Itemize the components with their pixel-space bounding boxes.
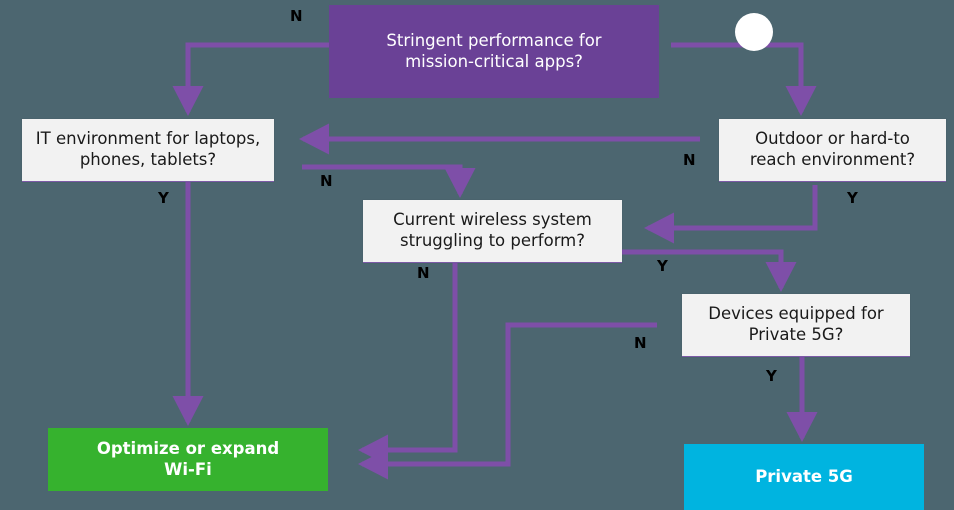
edge-label-devices-no: N	[634, 334, 647, 352]
it-environment-decision-label: IT environment for laptops, phones, tabl…	[35, 129, 261, 169]
edge-label-devices-yes: Y	[766, 367, 777, 385]
stringent-performance-decision-label: Stringent performance for mission-critic…	[386, 30, 602, 71]
outcome-private-5g-label: Private 5G	[755, 466, 853, 486]
current-wireless-struggling-decision-label: Current wireless system struggling to pe…	[393, 210, 592, 250]
edge-label-outdoor-yes: Y	[847, 189, 858, 207]
it-environment-decision[interactable]: IT environment for laptops, phones, tabl…	[22, 119, 274, 182]
edge-label-it-env-no: N	[320, 172, 333, 190]
outdoor-environment-decision-label: Outdoor or hard-to reach environment?	[749, 129, 916, 169]
cursor-dot	[735, 13, 773, 51]
connector-devices-no-to-wifi	[357, 322, 657, 480]
devices-equipped-decision-label: Devices equipped for Private 5G?	[708, 304, 884, 344]
edge-label-start-no: N	[290, 7, 303, 25]
connector-wireless-yes-to-devices	[622, 249, 797, 293]
edge-label-it-env-yes: Y	[158, 189, 169, 207]
outcome-optimize-wifi-label: Optimize or expand Wi-Fi	[96, 438, 280, 479]
stringent-performance-decision[interactable]: Stringent performance for mission-critic…	[329, 5, 659, 98]
edge-label-wireless-no: N	[417, 264, 430, 282]
devices-equipped-decision[interactable]: Devices equipped for Private 5G?	[682, 294, 910, 357]
outcome-private-5g[interactable]: Private 5G	[684, 444, 924, 510]
connector-wireless-no-to-wifi	[357, 263, 458, 466]
connector-outdoor-yes-to-wireless	[643, 185, 818, 244]
edge-label-wireless-yes: Y	[657, 257, 668, 275]
current-wireless-struggling-decision[interactable]: Current wireless system struggling to pe…	[363, 200, 622, 263]
connector-start-yes-to-outdoor	[671, 42, 817, 117]
connector-start-no-to-it-environment	[172, 42, 329, 117]
edge-label-outdoor-no: N	[683, 151, 696, 169]
outdoor-environment-decision[interactable]: Outdoor or hard-to reach environment?	[719, 119, 946, 182]
outcome-optimize-wifi[interactable]: Optimize or expand Wi-Fi	[48, 428, 328, 491]
